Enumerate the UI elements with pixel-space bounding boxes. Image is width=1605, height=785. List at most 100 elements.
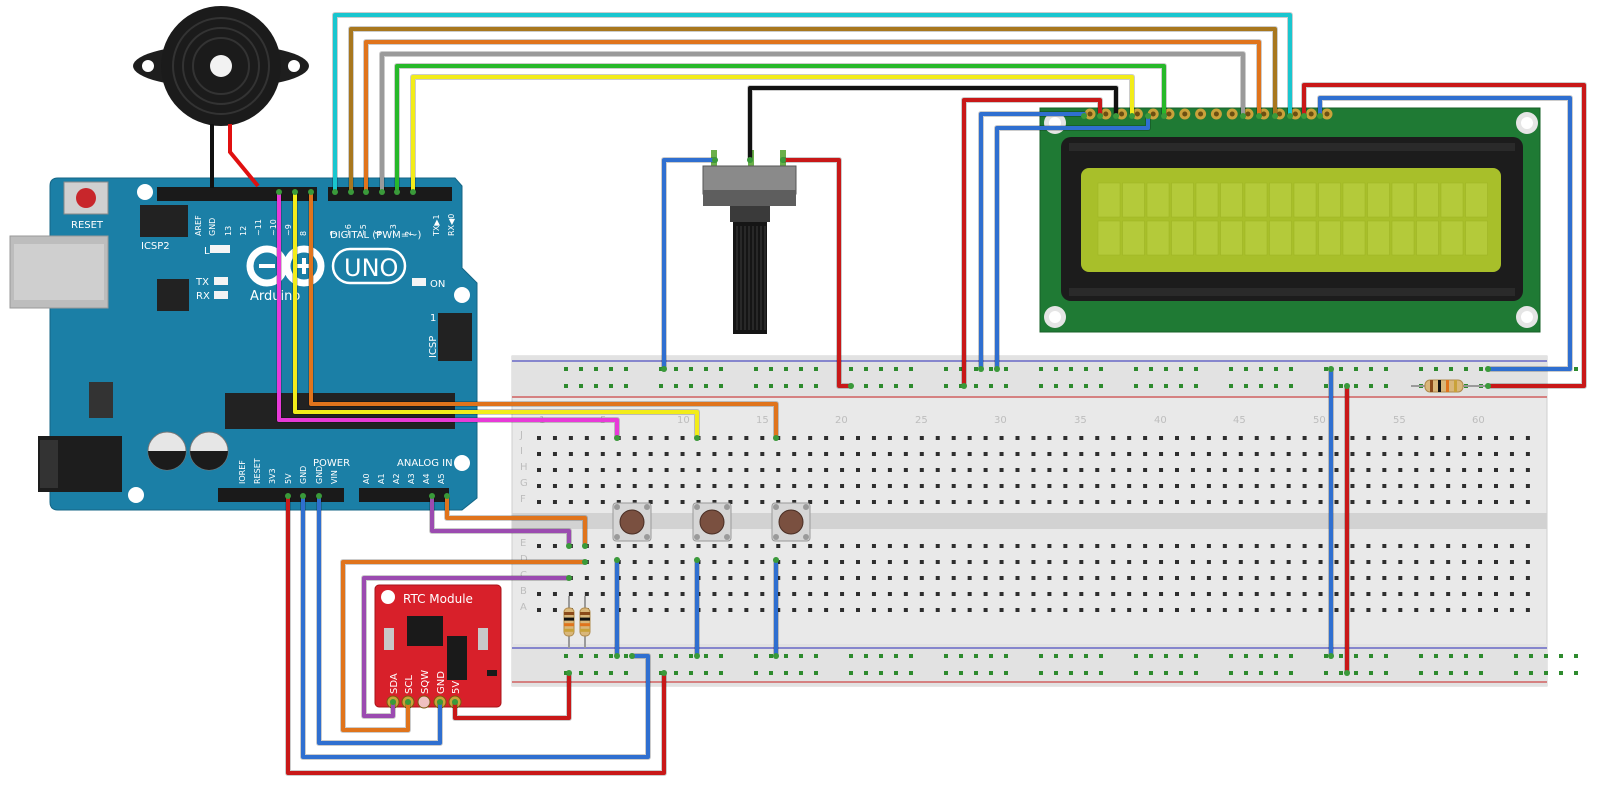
bb-hole: [1478, 544, 1483, 548]
bb-hole: [1270, 468, 1275, 472]
bb-hole: [935, 576, 940, 580]
bb-hole: [1270, 500, 1275, 504]
bb-hole: [1015, 452, 1020, 456]
icsp2-label: ICSP2: [141, 241, 170, 252]
bb-hole: [1047, 468, 1052, 472]
reset-button[interactable]: [63, 181, 109, 215]
bb-hole: [840, 608, 845, 612]
bb-hole: [1334, 484, 1339, 488]
row-letter: B: [520, 586, 527, 597]
bb-hole: [1238, 452, 1243, 456]
bb-hole: [1254, 544, 1259, 548]
bb-rail-hole: [894, 654, 898, 658]
wire-a5-scl: [445, 494, 587, 548]
push-button[interactable]: [771, 502, 811, 542]
rtc-pin-label: SDA: [389, 673, 400, 694]
bb-rail-hole: [1354, 671, 1358, 675]
bb-hole: [1238, 436, 1243, 440]
col-number: 30: [994, 415, 1007, 426]
bb-hole: [1190, 560, 1195, 564]
bb-hole: [1015, 560, 1020, 564]
bb-hole: [1159, 468, 1164, 472]
bb-hole: [744, 468, 749, 472]
bb-hole: [1430, 608, 1435, 612]
bb-rail-hole: [1514, 654, 1518, 658]
power-label: POWER: [313, 458, 350, 469]
bb-hole: [1254, 484, 1259, 488]
bb-rail-hole: [1449, 367, 1453, 371]
digital-pin-label: 7: [329, 231, 338, 236]
bb-hole: [1015, 608, 1020, 612]
bb-rail-hole: [974, 384, 978, 388]
bb-rail-hole: [1084, 367, 1088, 371]
bb-hole: [856, 468, 860, 472]
bb-hole: [552, 608, 557, 612]
bb-hole: [1095, 436, 1100, 440]
bb-hole: [1159, 436, 1164, 440]
bb-rail-hole: [1164, 367, 1168, 371]
bb-rail-hole: [799, 654, 803, 658]
bb-hole: [1238, 576, 1243, 580]
bb-hole: [712, 500, 717, 504]
bb-hole: [1350, 500, 1355, 504]
bb-hole: [760, 592, 765, 596]
bb-rail-hole: [879, 367, 883, 371]
bb-hole: [903, 544, 908, 548]
top-header-right: [328, 187, 452, 201]
bb-hole: [1015, 436, 1020, 440]
bb-hole: [935, 436, 940, 440]
bb-hole: [840, 436, 845, 440]
bb-hole: [1222, 468, 1227, 472]
bb-rail-hole: [784, 671, 788, 675]
bb-hole: [1350, 560, 1355, 564]
bb-hole: [1350, 436, 1355, 440]
bb-hole: [919, 468, 924, 472]
bb-hole: [1446, 576, 1451, 580]
bb-hole: [1525, 608, 1530, 612]
bb-hole: [1238, 500, 1243, 504]
row-letter: D: [520, 554, 528, 565]
bb-rail-hole: [1069, 671, 1073, 675]
bb-hole: [1063, 484, 1068, 488]
analog-pin-label: A0: [362, 473, 371, 484]
bb-hole: [728, 560, 733, 564]
bb-rail-hole: [1274, 367, 1278, 371]
bb-hole: [1286, 484, 1291, 488]
wire-rtc-gnd: [317, 494, 442, 745]
bb-rail-hole: [1229, 384, 1233, 388]
bb-hole: [1318, 484, 1323, 488]
bb-rail-hole: [1369, 654, 1373, 658]
bb-hole: [1318, 544, 1323, 548]
bb-rail-hole: [1574, 654, 1578, 658]
bb-hole: [1238, 468, 1243, 472]
bb-rail-hole: [944, 367, 948, 371]
bb-rail-hole: [1244, 671, 1248, 675]
bb-hole: [616, 484, 621, 488]
bb-hole: [792, 436, 797, 440]
led-on-label: ON: [430, 279, 445, 290]
bb-hole: [1366, 452, 1371, 456]
bb-rail-hole: [1339, 671, 1343, 675]
bb-rail-hole: [1354, 654, 1358, 658]
col-number: 25: [915, 415, 928, 426]
bb-rail-hole: [909, 384, 913, 388]
digital-pin-label: ~3: [389, 224, 398, 236]
bb-hole: [1509, 484, 1514, 488]
bb-rail-hole: [1259, 384, 1263, 388]
bb-hole: [600, 452, 605, 456]
bb-rail-hole: [784, 384, 788, 388]
bb-hole: [1286, 452, 1291, 456]
bb-rail-hole: [1434, 367, 1438, 371]
bb-hole: [1446, 468, 1451, 472]
bb-hole: [840, 484, 845, 488]
bb-hole: [1286, 436, 1291, 440]
bb-hole: [1462, 468, 1467, 472]
bb-hole: [1079, 468, 1084, 472]
bb-hole: [1143, 576, 1148, 580]
push-button[interactable]: [612, 502, 652, 542]
bb-hole: [760, 608, 765, 612]
bb-hole: [1446, 500, 1451, 504]
analog-pin-label: A2: [392, 473, 401, 484]
push-button[interactable]: [692, 502, 732, 542]
bb-hole: [1015, 500, 1020, 504]
